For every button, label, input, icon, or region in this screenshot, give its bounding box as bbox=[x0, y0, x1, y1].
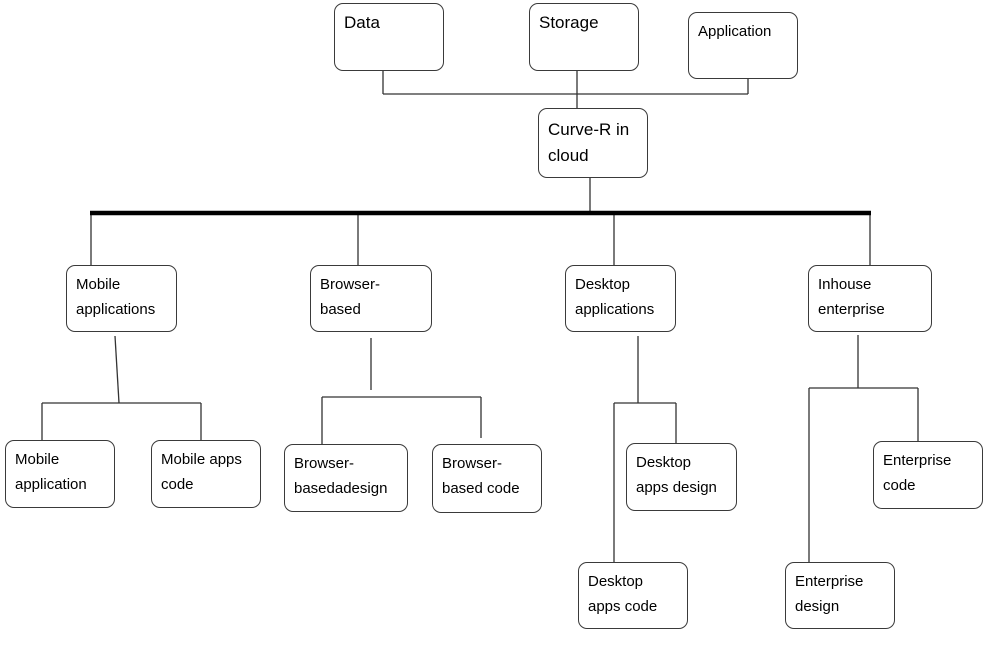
node-label: Browser- bbox=[294, 455, 355, 472]
node-desktop-apps-design: Desktop apps design bbox=[626, 443, 737, 511]
node-browser-based: Browser- based bbox=[310, 265, 432, 332]
node-browser-based-code: Browser- based code bbox=[432, 444, 542, 513]
node-label: Enterprise bbox=[883, 452, 952, 469]
node-label: Mobile apps bbox=[161, 451, 242, 468]
node-label: Curve-R in bbox=[548, 120, 630, 139]
node-label: code bbox=[883, 477, 916, 494]
node-label: Desktop bbox=[588, 573, 644, 590]
node-label: Desktop bbox=[575, 276, 631, 293]
connector-line bbox=[114, 335, 120, 404]
node-storage: Storage bbox=[529, 3, 639, 71]
node-label: Browser- bbox=[442, 455, 503, 472]
node-label: cloud bbox=[548, 146, 589, 165]
node-mobile-applications: Mobile applications bbox=[66, 265, 177, 332]
node-desktop-applications: Desktop applications bbox=[565, 265, 676, 332]
node-enterprise-code: Enterprise code bbox=[873, 441, 983, 509]
node-label: Application bbox=[698, 23, 772, 40]
node-mobile-application: Mobile application bbox=[5, 440, 115, 508]
node-label: design bbox=[795, 598, 840, 615]
node-browser-based-design: Browser- basedadesign bbox=[284, 444, 408, 512]
node-enterprise-design: Enterprise design bbox=[785, 562, 895, 629]
node-label: applications bbox=[575, 301, 655, 318]
node-label: apps design bbox=[636, 479, 717, 496]
node-label: applications bbox=[76, 301, 156, 318]
node-label: code bbox=[161, 476, 194, 493]
node-label: basedadesign bbox=[294, 480, 388, 497]
node-label: Mobile bbox=[76, 276, 121, 293]
node-mobile-apps-code: Mobile apps code bbox=[151, 440, 261, 508]
node-label: Desktop bbox=[636, 454, 692, 471]
node-label: Data bbox=[344, 13, 380, 32]
node-label: application bbox=[15, 476, 87, 493]
node-label: Browser- bbox=[320, 276, 381, 293]
node-label: Storage bbox=[539, 13, 599, 32]
node-label: based bbox=[320, 301, 361, 318]
node-label: enterprise bbox=[818, 301, 885, 318]
node-label: Enterprise bbox=[795, 573, 864, 590]
node-label: Inhouse bbox=[818, 276, 872, 293]
node-label: apps code bbox=[588, 598, 658, 615]
node-desktop-apps-code: Desktop apps code bbox=[578, 562, 688, 629]
node-data: Data bbox=[334, 3, 444, 71]
node-label: based code bbox=[442, 480, 520, 497]
node-inhouse-enterprise: Inhouse enterprise bbox=[808, 265, 932, 332]
node-curve-r-in-cloud: Curve-R in cloud bbox=[538, 108, 648, 178]
node-application: Application bbox=[688, 12, 798, 79]
node-label: Mobile bbox=[15, 451, 60, 468]
